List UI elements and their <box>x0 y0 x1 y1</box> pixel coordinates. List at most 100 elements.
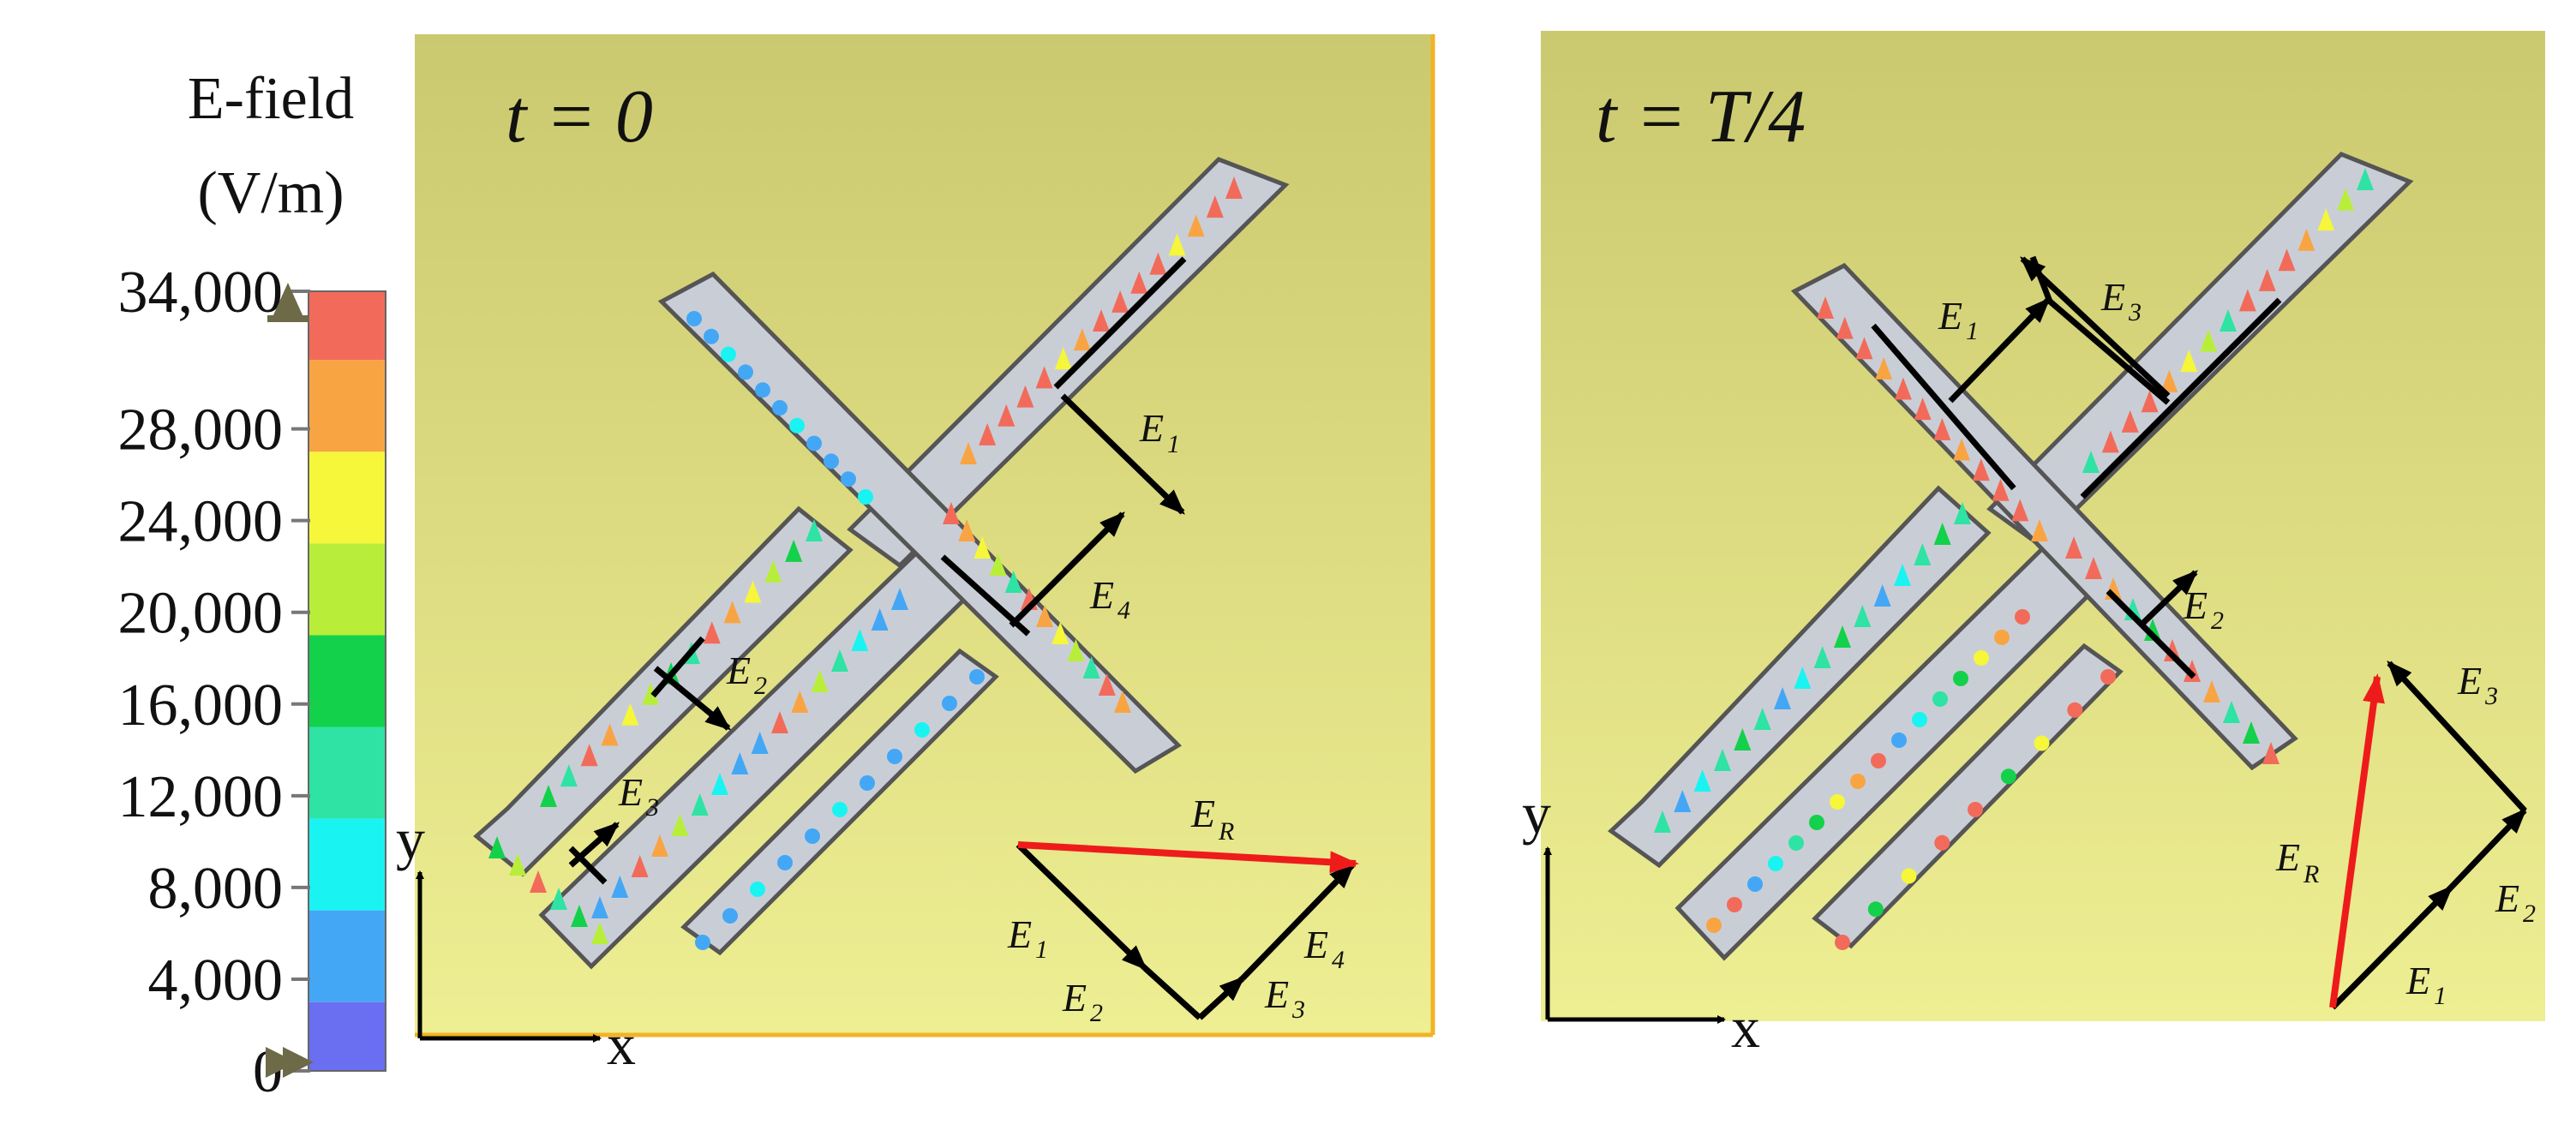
legend-top-marker-icon[interactable] <box>267 283 309 322</box>
legend-tick-label: 4,000 <box>148 948 284 1013</box>
field-marker-icon <box>1706 918 1722 933</box>
field-marker-icon <box>1854 605 1872 627</box>
field-marker-icon <box>1187 214 1205 237</box>
field-marker-icon <box>1747 876 1763 892</box>
field-marker-icon <box>711 773 728 795</box>
field-marker-icon <box>1817 296 1834 319</box>
panel-t0-time-label: t = 0 <box>506 75 653 158</box>
svg-text:E: E <box>726 649 751 692</box>
field-marker-icon <box>1875 356 1893 380</box>
svg-text:R: R <box>2303 860 2319 888</box>
legend-color-band <box>309 818 386 911</box>
legend-tick-label: 28,000 <box>118 398 284 463</box>
svg-text:2: 2 <box>2523 900 2536 928</box>
field-marker-icon <box>723 601 741 624</box>
field-marker-icon <box>2243 721 2260 744</box>
field-marker-icon <box>1753 708 1771 730</box>
legend-tick-label: 34,000 <box>118 260 284 326</box>
field-marker-icon <box>738 364 753 380</box>
svg-text:2: 2 <box>1090 999 1103 1027</box>
svg-text:E: E <box>2405 959 2430 1002</box>
field-marker-icon <box>1788 835 1804 851</box>
field-marker-icon <box>1114 691 1131 713</box>
field-marker-icon <box>1953 438 1971 461</box>
field-marker-icon <box>1111 290 1129 313</box>
field-marker-icon <box>832 802 848 817</box>
field-marker-icon <box>858 489 873 505</box>
field-marker-icon <box>611 876 629 898</box>
field-marker-icon <box>2238 289 2256 312</box>
svg-text:E: E <box>2275 835 2300 879</box>
field-marker-icon <box>1834 625 1851 648</box>
field-marker-icon <box>789 417 805 433</box>
field-marker-icon <box>1693 769 1711 792</box>
field-marker-icon <box>2200 329 2218 352</box>
field-marker-icon <box>891 588 908 610</box>
field-marker-icon <box>1974 650 1989 666</box>
field-marker-icon <box>1073 328 1091 351</box>
field-marker-icon <box>1130 271 1148 294</box>
field-marker-icon <box>1871 753 1886 768</box>
field-marker-icon <box>1954 502 1971 524</box>
field-marker-icon <box>1727 897 1742 912</box>
field-marker-icon <box>704 328 719 344</box>
field-marker-icon <box>841 471 856 487</box>
field-markers-t-quarter <box>1654 168 2374 950</box>
field-marker-icon <box>703 621 721 644</box>
svg-text:E: E <box>1938 294 1962 338</box>
field-marker-icon <box>871 608 889 631</box>
field-marker-icon <box>550 888 567 910</box>
svg-text:3: 3 <box>2484 682 2498 710</box>
field-marker-icon <box>1734 728 1752 750</box>
svg-text:E: E <box>1190 792 1215 835</box>
field-marker-icon <box>2067 702 2083 718</box>
field-marker-icon <box>731 752 749 774</box>
field-marker-icon <box>1714 749 1731 771</box>
legend-tick-label: 12,000 <box>118 764 284 830</box>
field-marker-icon <box>1933 417 1951 440</box>
panel-t-quarter-time-label: t = T/4 <box>1596 75 1806 158</box>
axes-t0: y x <box>396 806 636 1077</box>
legend-title: E-field <box>188 66 354 132</box>
field-marker-icon <box>642 682 660 705</box>
field-marker-icon <box>2297 228 2315 251</box>
field-marker-icon <box>1835 935 1850 950</box>
svg-text:4: 4 <box>1332 946 1345 974</box>
resultant-arrow-t0 <box>1017 841 1359 874</box>
field-marker-icon <box>777 855 793 870</box>
field-markers-t0 <box>488 176 1243 950</box>
field-marker-icon <box>530 870 547 893</box>
field-marker-icon <box>580 744 598 767</box>
field-marker-icon <box>488 836 506 858</box>
legend-tick-label: 16,000 <box>118 673 284 738</box>
svg-text:3: 3 <box>645 793 659 822</box>
legend-bottom-marker-icon[interactable] <box>266 1047 314 1078</box>
field-marker-icon <box>979 422 997 445</box>
svg-text:E: E <box>2495 876 2519 920</box>
field-marker-icon <box>2141 390 2159 413</box>
field-marker-icon <box>1914 543 1932 565</box>
svg-text:3: 3 <box>1291 995 1305 1024</box>
field-marker-icon <box>1016 385 1034 408</box>
field-marker-icon <box>887 749 902 764</box>
legend-unit: (V/m) <box>197 160 344 226</box>
legend-color-bar <box>308 290 386 1072</box>
field-marker-icon <box>772 400 788 416</box>
field-marker-icon <box>2011 499 2029 522</box>
field-marker-icon <box>831 649 848 672</box>
field-marker-icon <box>2184 660 2201 682</box>
legend-color-band <box>309 635 386 727</box>
legend-tick-label: 20,000 <box>118 581 284 647</box>
legend-color-band <box>309 726 386 819</box>
field-marker-icon <box>686 311 702 326</box>
field-marker-icon <box>1891 732 1907 748</box>
field-marker-icon <box>631 855 649 877</box>
legend-color-band <box>309 360 386 452</box>
field-marker-icon <box>791 691 809 713</box>
field-marker-icon <box>755 382 770 398</box>
field-marker-icon <box>2000 768 2016 785</box>
field-marker-icon <box>1098 673 1116 696</box>
